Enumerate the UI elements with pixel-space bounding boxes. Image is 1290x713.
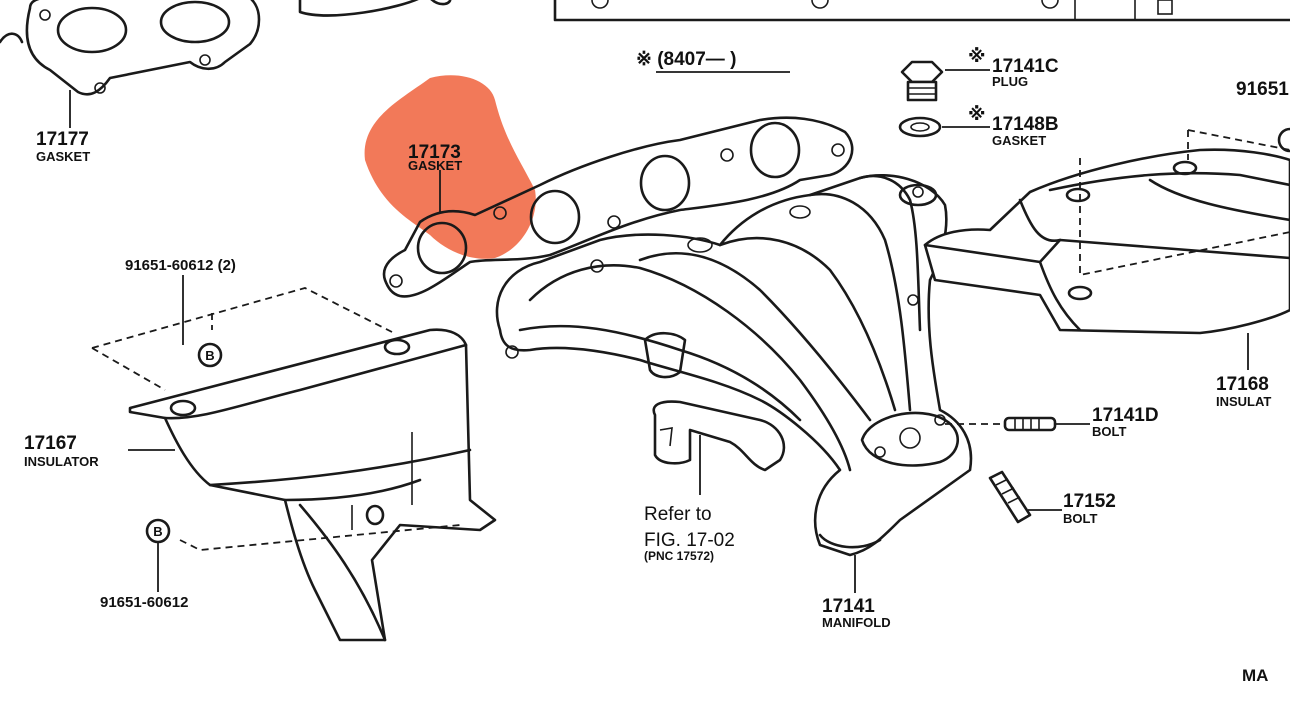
label-date-range: ※ (8407— )	[636, 49, 736, 70]
label-17167-name: INSULATOR	[24, 454, 99, 469]
label-17152-number: 17152	[1063, 491, 1116, 512]
label-17141c-name: PLUG	[992, 74, 1028, 89]
callout-b-top-letter: B	[205, 348, 214, 363]
label-17141d-number: 17141D	[1092, 405, 1159, 426]
callout-b-bottom-letter: B	[153, 524, 162, 539]
reference-line2: FIG. 17-02	[644, 530, 735, 551]
label-17141d-name: BOLT	[1092, 424, 1126, 439]
label-17141c-mark: ※	[968, 46, 986, 67]
callout-b-top	[197, 342, 223, 368]
label-91651-top: 91651	[1236, 79, 1289, 100]
label-17168-number: 17168	[1216, 374, 1269, 395]
plug-17141c-drawing	[900, 60, 944, 102]
label-17148b-mark: ※	[968, 104, 986, 125]
label-17173-number: 17173	[408, 142, 461, 163]
gasket-17173-drawing	[382, 116, 854, 298]
label-17141c-number: 17141C	[992, 56, 1059, 77]
bolt-17152-drawing	[988, 470, 1032, 524]
label-17141-name: MANIFOLD	[822, 615, 891, 630]
label-17177-name: GASKET	[36, 149, 90, 164]
reference-line3: (PNC 17572)	[644, 549, 714, 563]
highlight-mark	[364, 75, 536, 259]
cylinder-head-edge	[553, 0, 1290, 22]
label-91651-60612-2: 91651-60612 (2)	[125, 257, 236, 274]
bolt-17141d-drawing	[945, 416, 1057, 432]
gasket-17177-drawing	[0, 0, 452, 96]
label-17148b-name: GASKET	[992, 133, 1046, 148]
label-17152-name: BOLT	[1063, 511, 1097, 526]
insulator-17168-drawing	[923, 148, 1290, 335]
footer-code: MA	[1242, 666, 1268, 685]
label-17173-name: GASKET	[408, 158, 462, 173]
gasket-17148b-drawing	[898, 116, 942, 138]
label-91651-60612: 91651-60612	[100, 594, 188, 611]
reference-line1: Refer to	[644, 504, 712, 525]
label-17167-number: 17167	[24, 433, 77, 454]
insulator-17167-drawing	[128, 328, 497, 642]
label-17177-number: 17177	[36, 129, 89, 150]
label-17148b-number: 17148B	[992, 114, 1059, 135]
callout-b-right	[1277, 127, 1290, 153]
bracket-drawing	[652, 400, 786, 472]
label-17141-number: 17141	[822, 596, 875, 617]
manifold-17141-drawing	[495, 174, 973, 557]
label-17168-name: INSULAT	[1216, 394, 1271, 409]
